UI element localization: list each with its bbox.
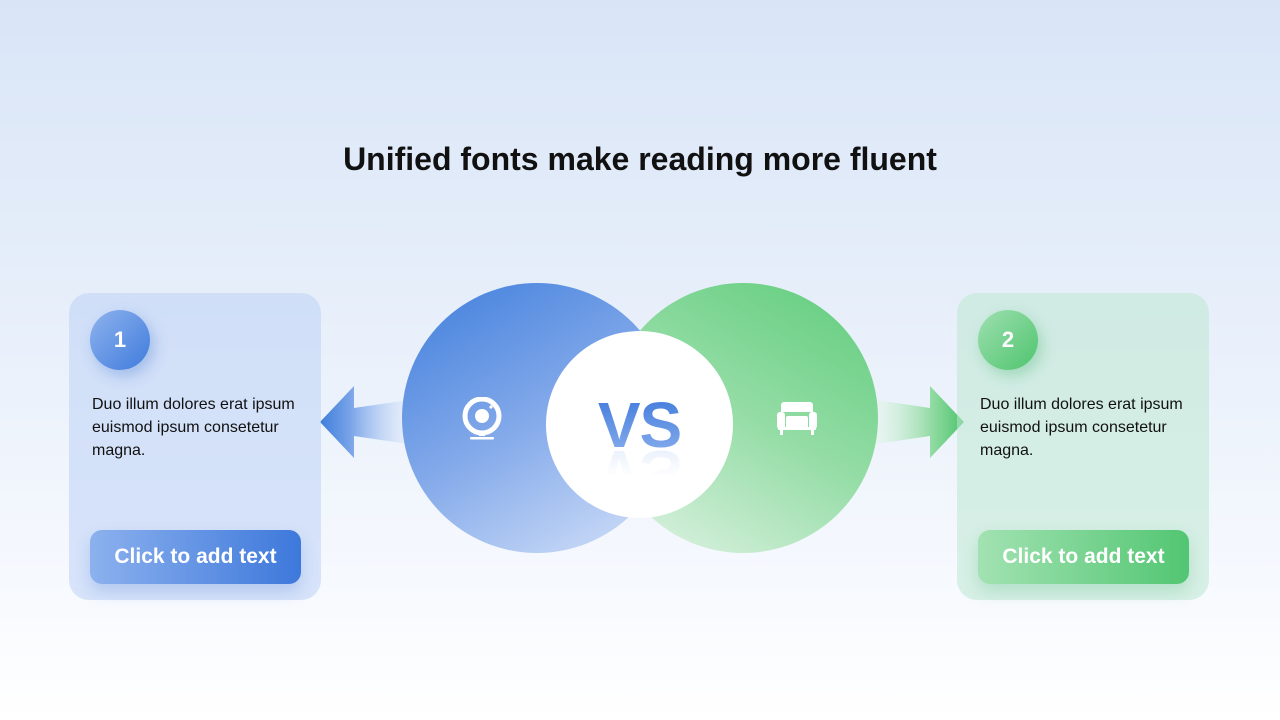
left-arrow xyxy=(320,386,408,458)
sofa-icon xyxy=(777,402,817,435)
add-text-button[interactable]: Click to add text xyxy=(978,530,1189,584)
slide-title: Unified fonts make reading more fluent xyxy=(343,141,937,177)
comparison-card-2: 2 Duo illum dolores erat ipsum euismod i… xyxy=(957,293,1209,600)
vs-label: VS xyxy=(546,389,733,461)
comparison-card-1: 1 Duo illum dolores erat ipsum euismod i… xyxy=(69,293,321,600)
step-number-badge: 1 xyxy=(90,310,150,370)
add-text-button[interactable]: Click to add text xyxy=(90,530,301,584)
vs-badge: VS VS xyxy=(546,331,733,518)
card-description: Duo illum dolores erat ipsum euismod ips… xyxy=(980,396,1183,459)
card-description: Duo illum dolores erat ipsum euismod ips… xyxy=(92,396,295,459)
webcam-icon xyxy=(462,397,502,440)
step-number-badge: 2 xyxy=(978,310,1038,370)
vs-label-reflection: VS xyxy=(597,437,682,509)
right-arrow xyxy=(876,386,964,458)
